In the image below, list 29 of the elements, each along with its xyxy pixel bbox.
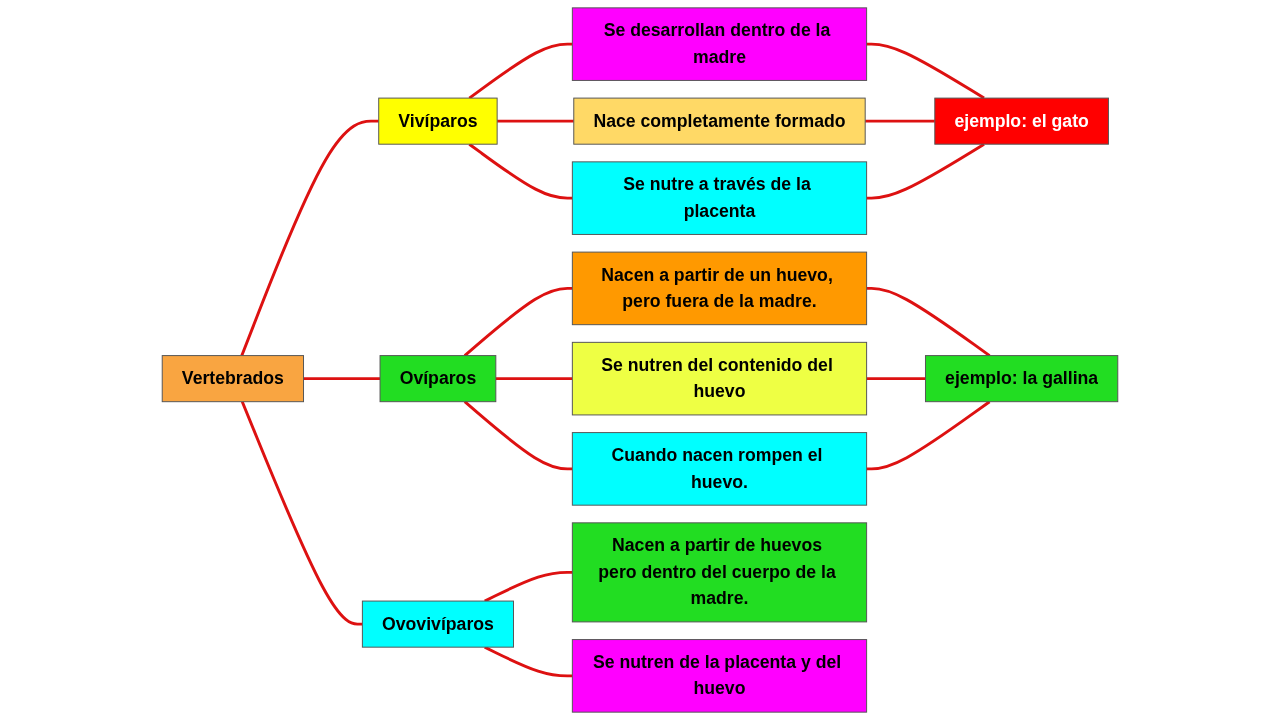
- connector: [468, 42, 573, 100]
- node-box: Se nutren de la placenta y del huevo: [571, 639, 868, 713]
- node-box: ejemplo: la gallina: [925, 355, 1119, 403]
- connector: [240, 119, 379, 357]
- node-box: Nace completamente formado: [573, 97, 866, 145]
- node-box: Nacen a partir de un huevo, pero fuera de la madre.: [571, 251, 868, 326]
- connector: [463, 286, 573, 357]
- connector: [497, 119, 574, 123]
- node-box: Se nutren del contenido del huevo: [571, 341, 868, 416]
- node-box: Ovovivíparos: [361, 600, 514, 648]
- connector: [495, 377, 573, 381]
- node-box: Nacen a partir de huevos pero dentro del cuerpo de la madre.: [571, 522, 868, 623]
- connector: [866, 400, 991, 471]
- connector: [303, 377, 381, 381]
- connector: [866, 42, 985, 100]
- connector: [866, 377, 926, 381]
- connector: [865, 119, 935, 123]
- node-box: Ovíparos: [379, 355, 497, 403]
- connector: [240, 401, 363, 626]
- node-box: Se desarrollan dentro de la madre: [571, 7, 868, 81]
- node-box: ejemplo: el gato: [934, 97, 1109, 145]
- node-box: Vivíparos: [378, 97, 498, 145]
- connector: [866, 286, 991, 357]
- node-box: Se nutre a través de la placenta: [571, 161, 868, 235]
- connector: [484, 570, 573, 603]
- connector: [468, 143, 573, 200]
- node-box: Vertebrados: [161, 355, 304, 403]
- connector: [463, 400, 573, 471]
- node-box: Cuando nacen rompen el huevo.: [571, 432, 868, 506]
